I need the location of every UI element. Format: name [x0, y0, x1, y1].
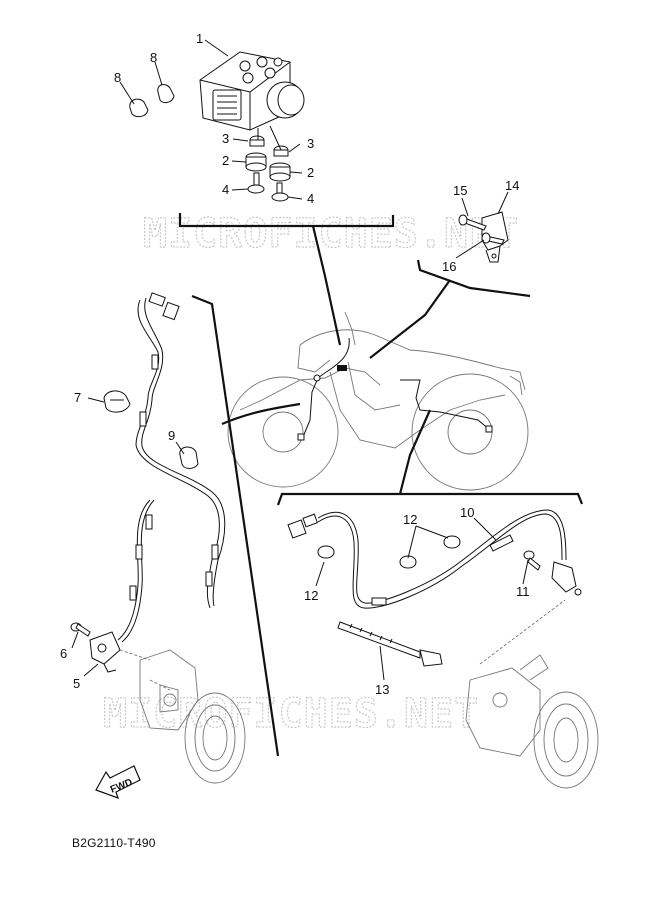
clamp-12a-part[interactable]	[317, 545, 335, 559]
clamp-8b-part[interactable]	[157, 84, 175, 104]
rear-sensor-bracket	[276, 492, 584, 506]
fwd-arrow-icon: FWD	[95, 765, 141, 799]
front-sensor-connector[interactable]	[148, 292, 180, 321]
clamp-9-part[interactable]	[179, 446, 199, 469]
bolt-11-part[interactable]	[523, 550, 541, 571]
clamp-12b-part[interactable]	[399, 555, 417, 569]
callout-8a: 8	[150, 50, 157, 65]
hydraulic-unit-part[interactable]	[199, 51, 305, 131]
callout-4a: 4	[222, 182, 229, 197]
cable-tie-13-part[interactable]	[337, 621, 443, 667]
bike-front-harness	[302, 337, 350, 438]
callout-16: 16	[442, 259, 456, 274]
rear-brake-ghost	[465, 599, 599, 789]
clamp-8a-part[interactable]	[129, 98, 149, 118]
hydraulic-unit-marker	[337, 365, 347, 371]
callout-1: 1	[196, 31, 203, 46]
diagram-code: B2G2110-T490	[72, 836, 156, 850]
callout-6: 6	[60, 646, 67, 661]
callout-13: 13	[375, 682, 389, 697]
callout-14: 14	[505, 178, 519, 193]
callout-11: 11	[516, 584, 530, 599]
front-sensor-lead-lower	[117, 499, 151, 641]
bolt-right-part[interactable]	[271, 182, 289, 202]
callout-3b: 3	[307, 136, 314, 151]
callout-15: 15	[453, 183, 467, 198]
callout-10: 10	[460, 505, 474, 520]
callout-9: 9	[168, 428, 175, 443]
collar-right-part[interactable]	[273, 145, 289, 157]
rear-sensor-part[interactable]	[551, 561, 582, 596]
motorcycle-outline	[227, 311, 529, 491]
front-sensor-leader	[221, 402, 301, 426]
rear-sensor-connector[interactable]	[287, 513, 318, 539]
bike-rear-harness	[400, 379, 491, 431]
clip-7-part[interactable]	[103, 390, 131, 413]
callout-12a: 12	[403, 512, 417, 527]
callout-5: 5	[73, 676, 80, 691]
damper-right-part[interactable]	[269, 162, 291, 182]
collar-left-part[interactable]	[249, 135, 265, 147]
bolt-15-part[interactable]	[458, 214, 487, 231]
rear-sensor-leader	[398, 409, 432, 495]
bolt-left-part[interactable]	[247, 172, 265, 194]
hydraulic-unit-leader	[311, 225, 342, 346]
rear-sensor-lead	[317, 509, 567, 604]
bracket-group-bracket	[416, 259, 531, 298]
callout-3a: 3	[222, 131, 229, 146]
front-sensor-lead-upper	[135, 299, 220, 609]
watermark-top: MICROFICHES.NET	[143, 211, 519, 257]
bolt-6-part[interactable]	[70, 622, 91, 637]
callout-2b: 2	[307, 165, 314, 180]
front-sensor-lead-upper-2	[141, 297, 226, 607]
bracket-group-leader	[369, 279, 451, 359]
front-sensor-bracket	[191, 294, 280, 757]
callout-leaders	[71, 39, 529, 681]
callout-7: 7	[74, 390, 81, 405]
hydraulic-unit-bracket	[178, 213, 395, 228]
front-brake-ghost	[119, 649, 246, 784]
callout-2a: 2	[222, 153, 229, 168]
callout-12b: 12	[304, 588, 318, 603]
damper-left-part[interactable]	[245, 152, 267, 172]
clamp-12c-part[interactable]	[443, 535, 461, 549]
front-sensor-part[interactable]	[89, 631, 121, 673]
watermark-bottom: MICROFICHES.NET	[103, 691, 479, 737]
callout-4b: 4	[307, 191, 314, 206]
callout-8b: 8	[114, 70, 121, 85]
